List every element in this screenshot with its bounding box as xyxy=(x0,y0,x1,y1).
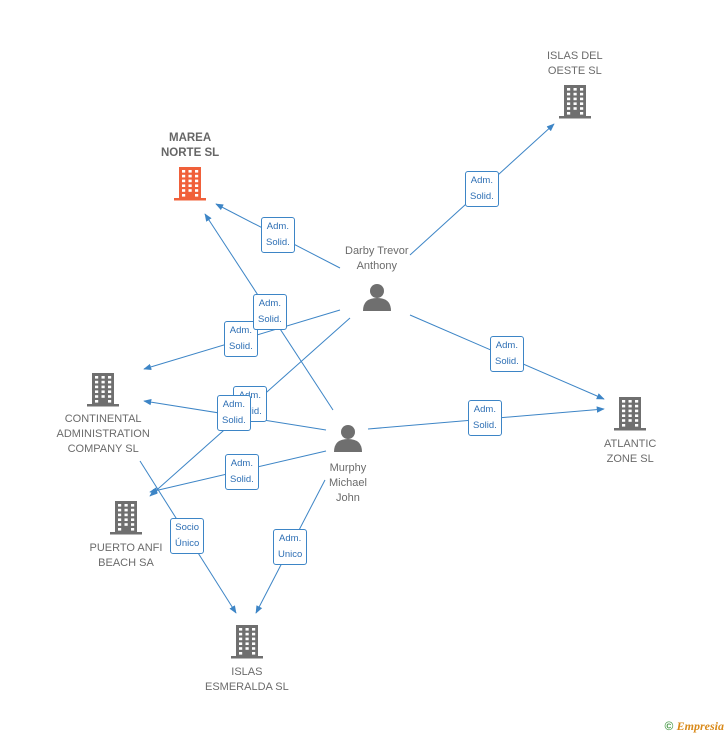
edge-label-line: Adm. xyxy=(473,404,496,415)
label-line: John xyxy=(336,492,360,504)
label-line: NORTE SL xyxy=(161,147,220,159)
label-line: CONTINENTAL xyxy=(64,413,142,425)
islas-esmeralda-building-icon[interactable] xyxy=(231,625,263,659)
puerto-building-icon[interactable] xyxy=(110,501,142,535)
edge-label-darby-to-continental[interactable]: Adm. Solid. xyxy=(224,321,258,357)
darby-person-icon[interactable] xyxy=(363,284,391,311)
edge-label-line: Solid. xyxy=(473,420,497,431)
edge-label-murphy-to-atlantic[interactable]: Adm. Solid. xyxy=(468,400,502,436)
edge-label-line: Adm. xyxy=(279,533,302,544)
edge-label-murphy-to-marea[interactable]: Adm. Solid. xyxy=(253,294,287,330)
edge-label-line: Solid. xyxy=(222,415,246,426)
label-line: ISLAS xyxy=(231,666,263,678)
copyright-symbol: © xyxy=(664,719,674,733)
edge-label-line: Adm. xyxy=(222,399,245,410)
label-line: MAREA xyxy=(168,132,212,144)
marea-label[interactable]: MAREA NORTE SL xyxy=(161,131,219,161)
edge-label-line: Unico xyxy=(278,549,303,560)
edge-label-line: Adm. xyxy=(495,340,518,351)
label-line: BEACH SA xyxy=(98,557,154,569)
marea-building-icon[interactable] xyxy=(174,167,206,201)
label-line: PUERTO ANFI xyxy=(89,542,163,554)
edge-label-murphy-to-islas_esmeralda[interactable]: Adm. Unico xyxy=(273,529,308,565)
label-line: OESTE SL xyxy=(547,65,602,77)
edge-label-darby-to-marea[interactable]: Adm. Solid. xyxy=(261,217,295,253)
brand-logo: Empresia xyxy=(676,719,724,733)
label-line: ADMINISTRATION xyxy=(56,428,150,440)
label-line: Murphy xyxy=(329,462,367,474)
copyright: © Empresia xyxy=(664,719,724,734)
edge-label-line: Socio xyxy=(175,522,200,533)
edge-label-line: Adm. xyxy=(470,175,493,186)
edge-label-line: Solid. xyxy=(258,314,282,325)
edge-label-murphy-to-continental[interactable]: Adm. Solid. xyxy=(217,395,251,431)
edge-label-line: Solid. xyxy=(470,191,494,202)
edge-label-line: Solid. xyxy=(495,356,519,367)
edge-label-line: Adm. xyxy=(229,325,252,336)
continental-building-icon[interactable] xyxy=(87,373,119,407)
edge-label-line: Solid. xyxy=(230,474,254,485)
edge-label-line: Único xyxy=(175,538,200,549)
label-line: Michael xyxy=(329,477,367,489)
islas-esmeralda-label[interactable]: ISLAS ESMERALDA SL xyxy=(205,665,289,695)
label-line: Anthony xyxy=(356,260,397,272)
edge-label-darby-to-atlantic[interactable]: Adm. Solid. xyxy=(490,336,524,372)
edge-label-darby-to-islas_oeste[interactable]: Adm. Solid. xyxy=(465,171,499,207)
continental-label[interactable]: CONTINENTAL ADMINISTRATION COMPANY SL xyxy=(57,412,150,457)
islas-oeste-building-icon[interactable] xyxy=(559,85,591,119)
edge-label-line: Solid. xyxy=(266,237,290,248)
islas-oeste-label[interactable]: ISLAS DEL OESTE SL xyxy=(547,49,603,79)
label-line: Darby Trevor xyxy=(345,245,409,257)
atlantic-label[interactable]: ATLANTIC ZONE SL xyxy=(604,437,656,467)
murphy-person-icon[interactable] xyxy=(334,425,362,452)
edge-label-line: Solid. xyxy=(229,341,253,352)
label-line: ZONE SL xyxy=(606,453,654,465)
edge-label-murphy-to-puerto[interactable]: Adm. Solid. xyxy=(225,454,259,490)
label-line: COMPANY SL xyxy=(67,443,139,455)
puerto-label[interactable]: PUERTO ANFI BEACH SA xyxy=(90,541,163,571)
label-line: ESMERALDA SL xyxy=(205,681,289,693)
label-line: ISLAS DEL xyxy=(547,50,603,62)
edge-label-line: Adm. xyxy=(230,458,253,469)
atlantic-building-icon[interactable] xyxy=(614,397,646,431)
label-line: ATLANTIC xyxy=(604,438,657,450)
edge-label-line: Adm. xyxy=(266,221,289,232)
edge-label-line: Adm. xyxy=(258,298,281,309)
